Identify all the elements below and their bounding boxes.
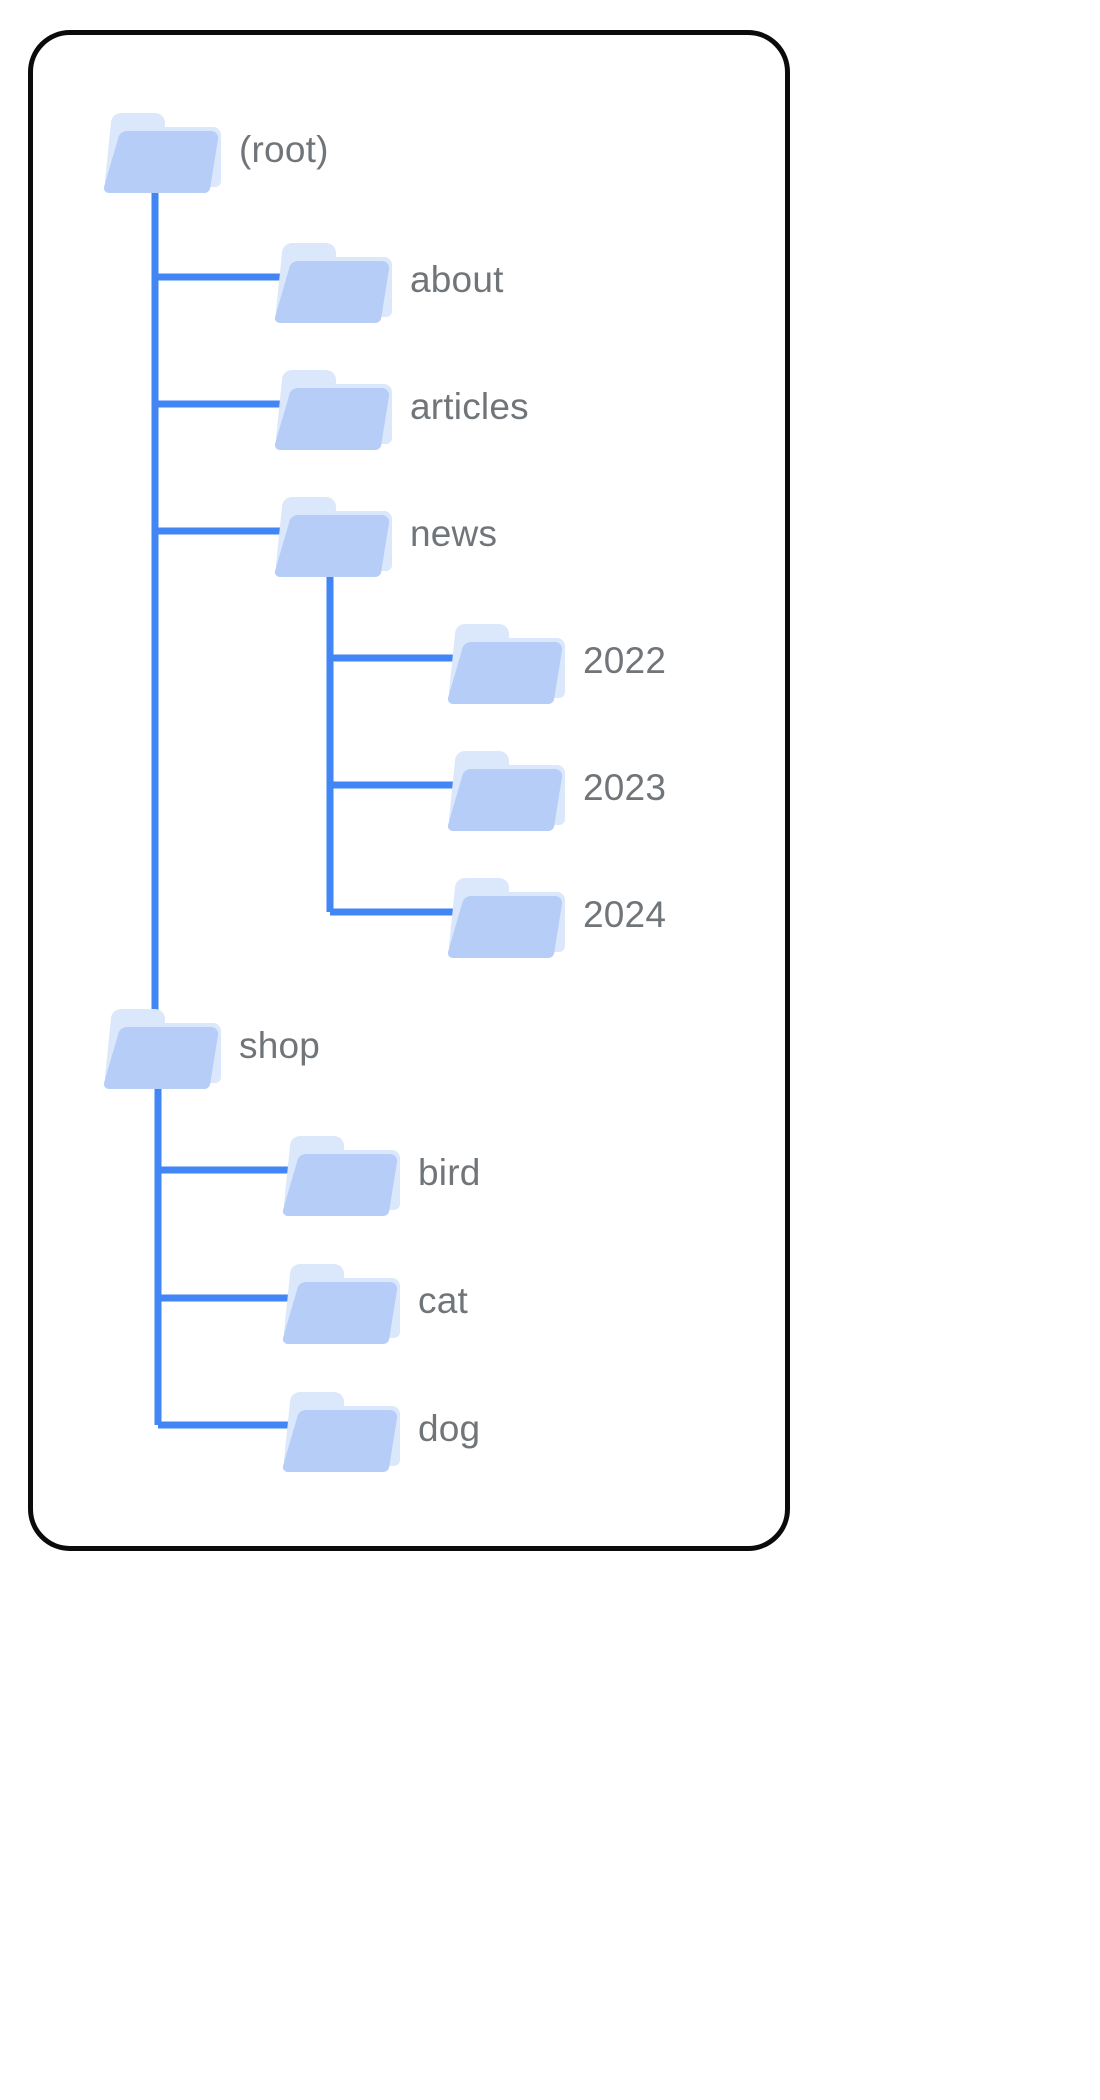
folder-icon	[101, 103, 221, 195]
tree-node-label: 2024	[583, 893, 667, 935]
folder-icon	[280, 1382, 400, 1474]
tree-node-root[interactable]: (root)	[101, 101, 329, 197]
folder-icon	[272, 233, 392, 325]
tree-node-label: shop	[239, 1024, 321, 1066]
folder-icon	[445, 868, 565, 960]
tree-node-label: (root)	[239, 128, 329, 170]
tree-node-label: 2022	[583, 639, 667, 681]
tree-node-bird[interactable]: bird	[280, 1124, 481, 1220]
folder-icon	[445, 741, 565, 833]
tree-node-label: news	[410, 512, 498, 554]
tree-node-label: about	[410, 258, 504, 300]
tree-node-shop[interactable]: shop	[101, 997, 320, 1093]
tree-node-2024[interactable]: 2024	[445, 866, 666, 962]
tree-node-news[interactable]: news	[272, 485, 497, 581]
tree-node-label: cat	[418, 1279, 468, 1321]
tree-node-about[interactable]: about	[272, 231, 504, 327]
tree-node-cat[interactable]: cat	[280, 1252, 468, 1348]
tree-node-articles[interactable]: articles	[272, 358, 529, 454]
tree-node-2022[interactable]: 2022	[445, 612, 666, 708]
tree-node-label: dog	[418, 1407, 481, 1449]
folder-icon	[272, 487, 392, 579]
tree-node-dog[interactable]: dog	[280, 1380, 480, 1476]
tree-node-label: bird	[418, 1151, 481, 1193]
tree-node-label: 2023	[583, 766, 667, 808]
folder-icon	[280, 1254, 400, 1346]
folder-icon	[272, 360, 392, 452]
folder-icon	[445, 614, 565, 706]
tree-node-label: articles	[410, 385, 529, 427]
folder-icon	[101, 999, 221, 1091]
folder-icon	[280, 1126, 400, 1218]
tree-node-2023[interactable]: 2023	[445, 739, 666, 835]
